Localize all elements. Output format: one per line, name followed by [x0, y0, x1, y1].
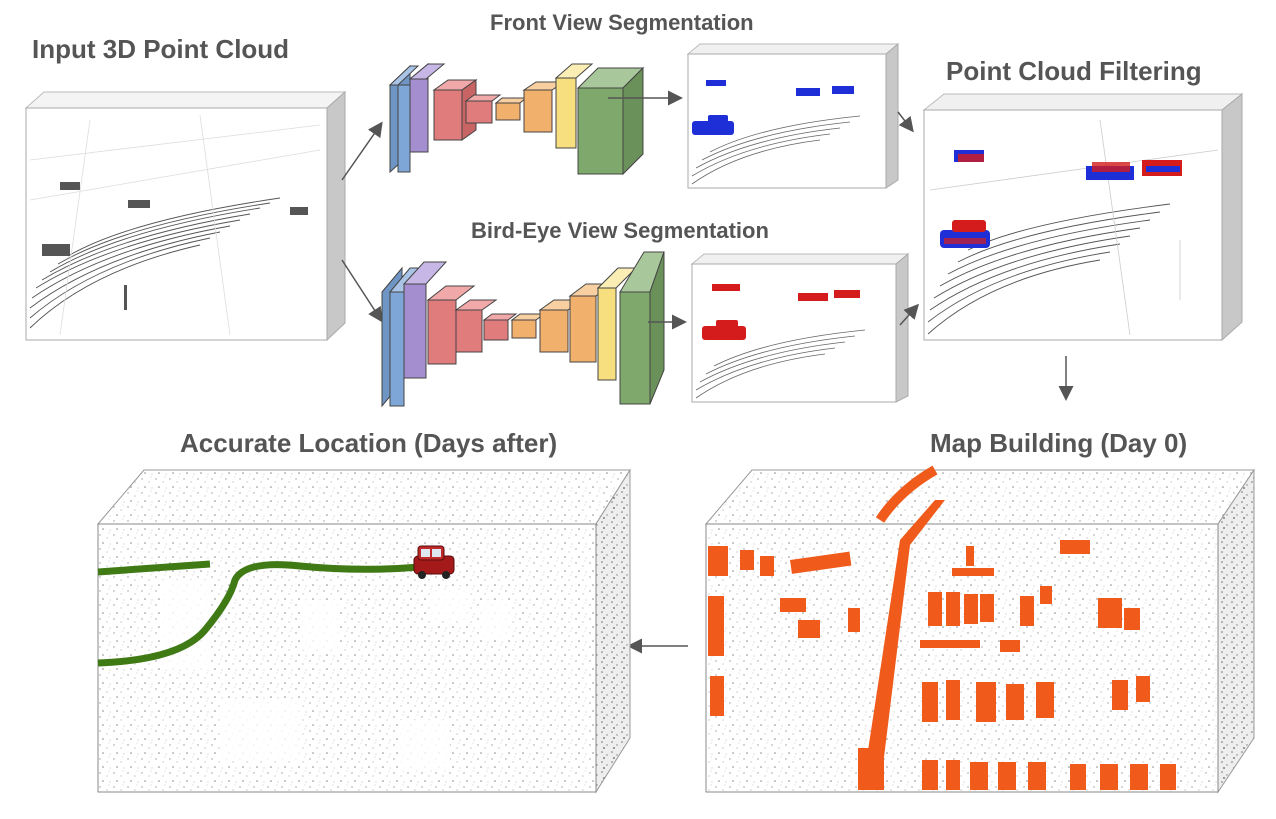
arrow-icon [341, 121, 383, 181]
input-point-cloud-box [24, 90, 347, 342]
trajectory-path [97, 560, 421, 667]
bird-eye-segmentation-box [690, 252, 910, 403]
title-point-cloud-filtering: Point Cloud Filtering [946, 56, 1202, 86]
arrow-icon [897, 111, 914, 133]
bird-eye-cnn [381, 251, 665, 408]
title-bird-eye-segmentation: Bird-Eye View Segmentation [471, 218, 769, 243]
title-input-point-cloud: Input 3D Point Cloud [32, 34, 290, 64]
front-segmentation-box [686, 42, 900, 189]
accurate-location-box [96, 468, 631, 794]
arrow-icon [341, 259, 383, 323]
title-front-view-segmentation: Front View Segmentation [490, 10, 754, 35]
title-map-building: Map Building (Day 0) [930, 428, 1188, 458]
point-cloud-filtering-box [922, 92, 1244, 342]
car-icon [413, 545, 455, 579]
front-view-cnn [388, 62, 645, 176]
arrow-icon [899, 303, 920, 326]
title-accurate-location: Accurate Location (Days after) [180, 428, 558, 458]
map-building-box [704, 465, 1255, 794]
